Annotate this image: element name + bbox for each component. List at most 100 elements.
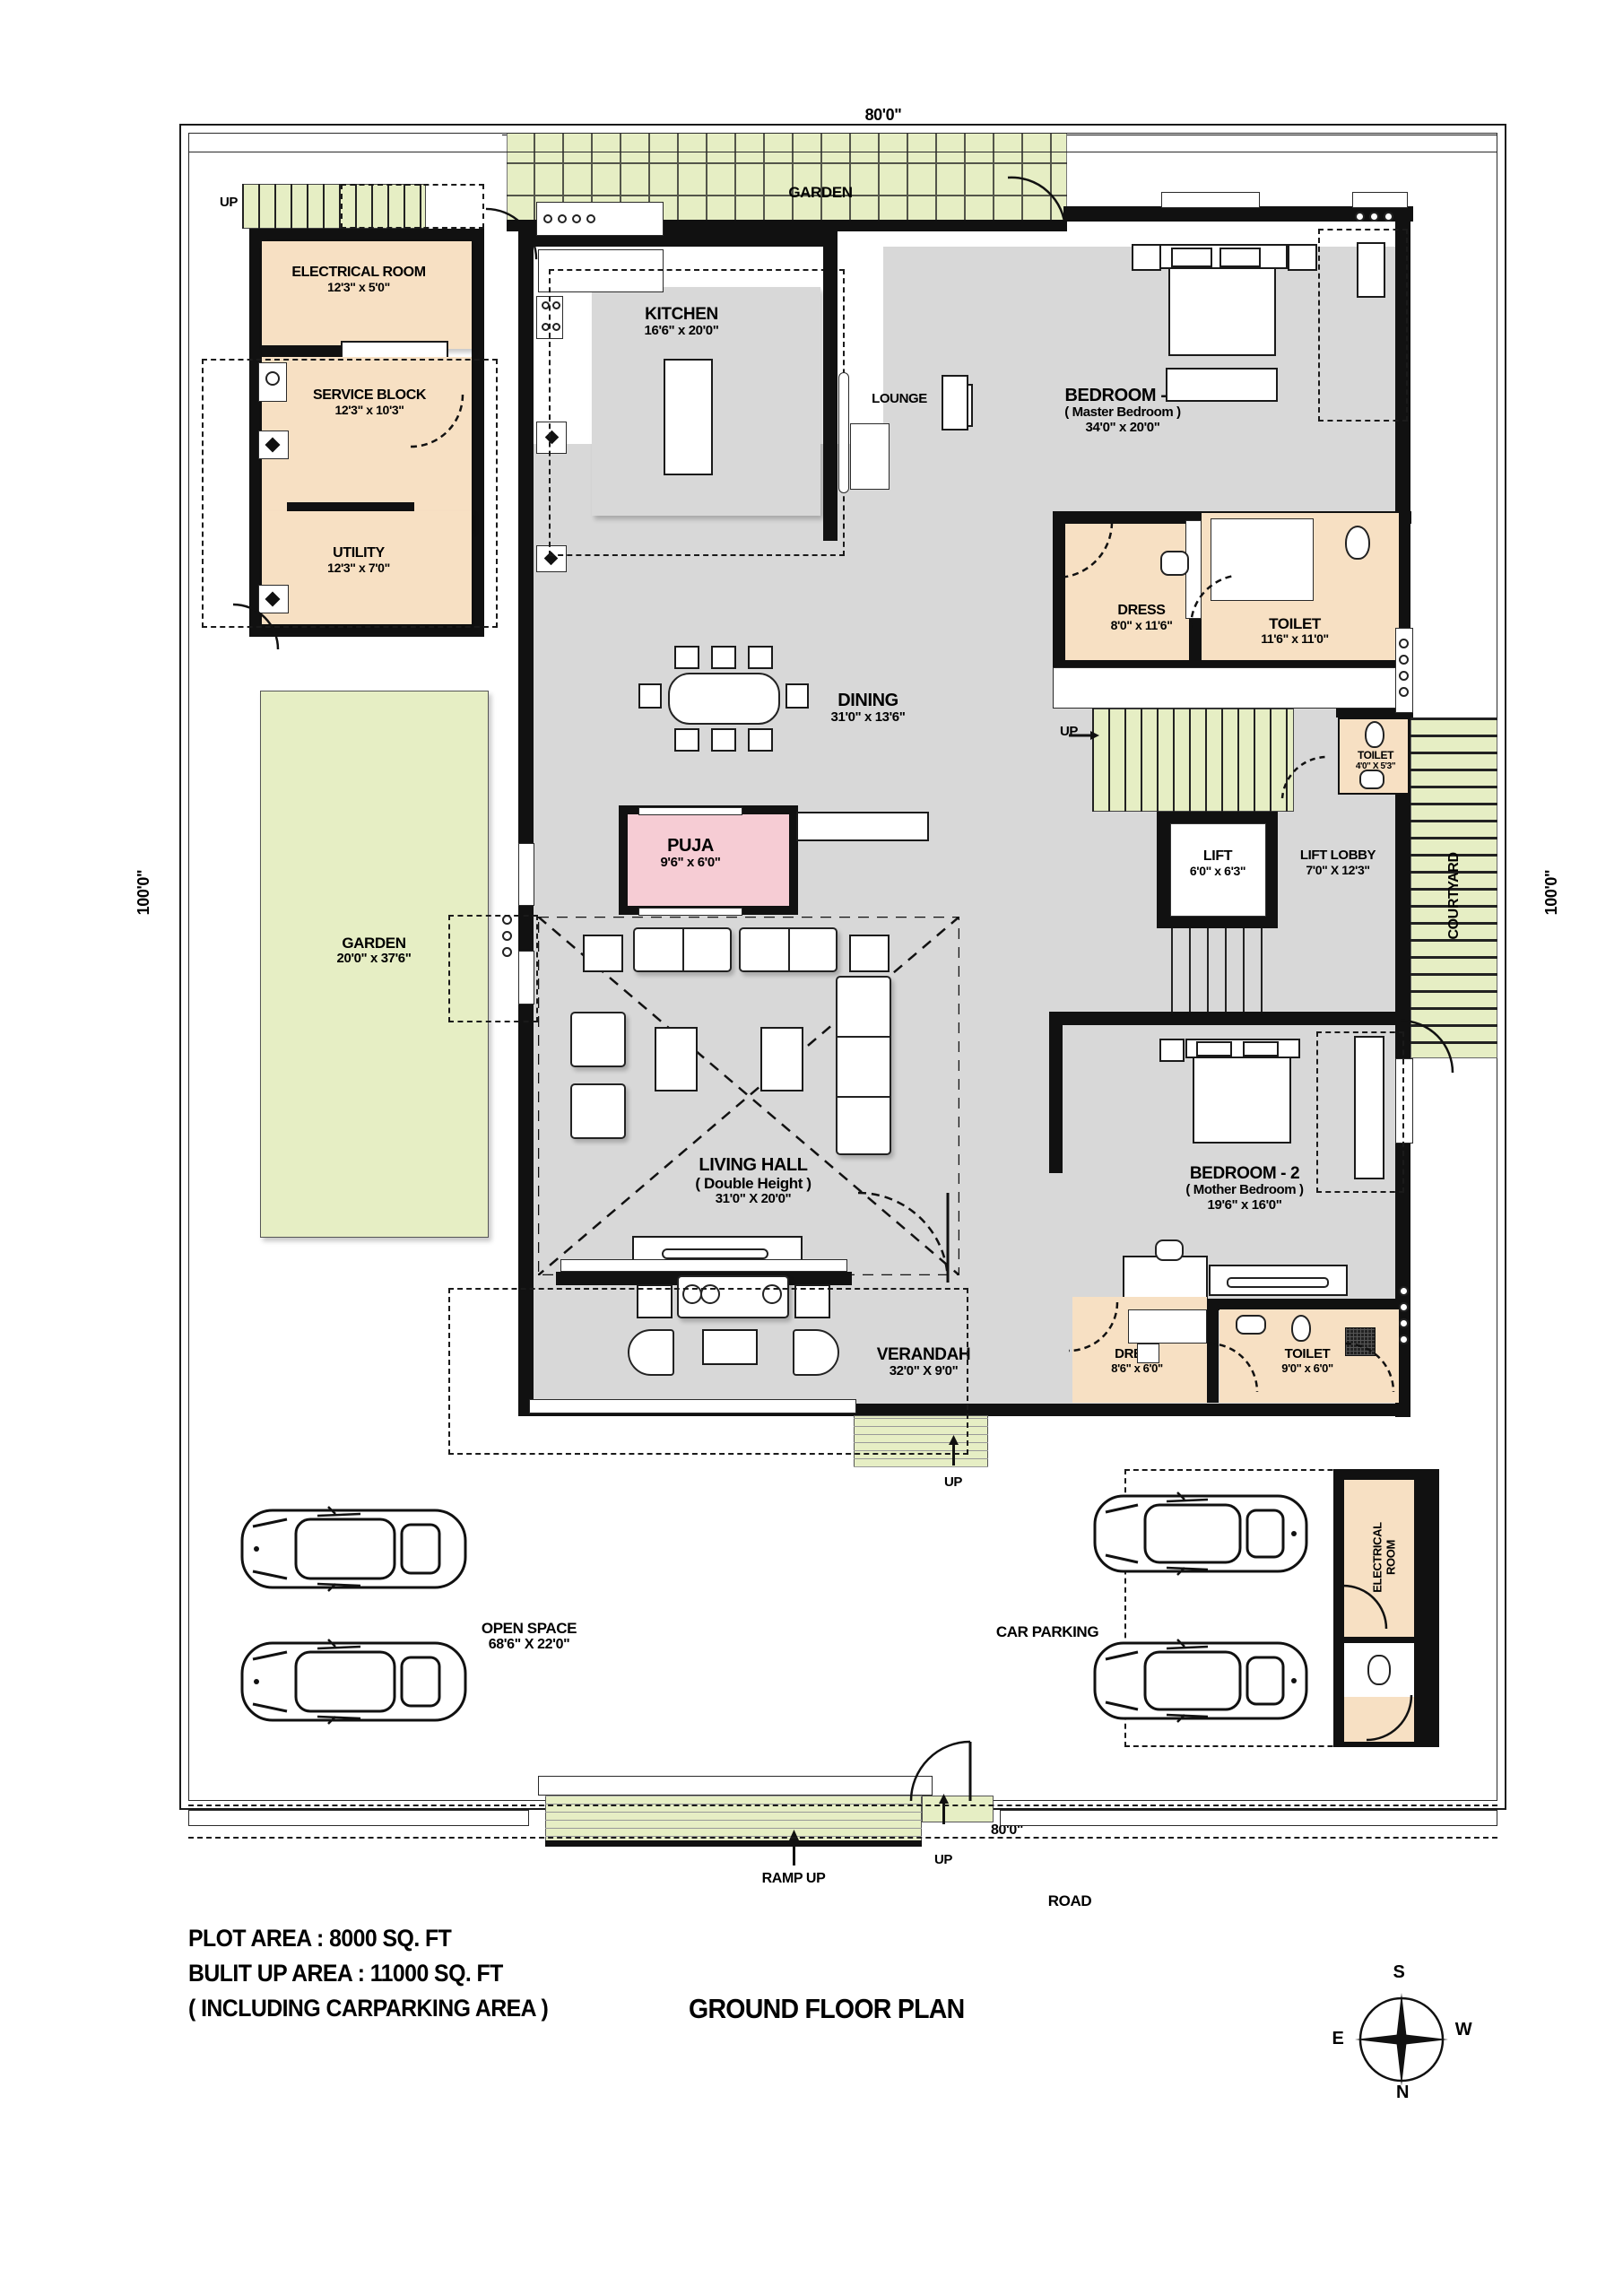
lift-lobby-area (1278, 812, 1394, 1027)
built-up-note-text: ( INCLUDING CARPARKING AREA ) (188, 1995, 549, 2022)
kitchen-counter-top (538, 249, 664, 292)
living-side-table-right (849, 935, 890, 972)
common-toilet-walls (1336, 709, 1413, 718)
bedroom-2-pillow-2 (1243, 1041, 1279, 1057)
dining-chair-t1 (674, 646, 699, 669)
door-swing-bedroom1 (1055, 521, 1114, 579)
bedroom-2-dash-zone (1316, 1031, 1404, 1193)
service-wing-wall-left (249, 229, 262, 637)
door-swing-stair-toilet (1280, 755, 1328, 799)
master-dash-zone (1318, 229, 1408, 422)
living-coffee-table-1 (655, 1027, 698, 1091)
lift-lobby-label: LIFT LOBBY 7'0" X 12'3" (1299, 848, 1376, 877)
bedroom-1-label: BEDROOM - 1 ( Master Bedroom ) 34'0" x 2… (1064, 386, 1181, 436)
lift-area (1170, 823, 1266, 917)
service-wing-wall-top (249, 229, 484, 241)
window-band-left-2 (518, 951, 534, 1004)
main-wall-top-right (1063, 206, 1413, 222)
open-space-label: OPEN SPACE 68'6" X 22'0" (481, 1620, 577, 1653)
bedroom-2-wall-left (1049, 1012, 1063, 1173)
lounge-label: LOUNGE (872, 391, 927, 406)
puja-sill (638, 908, 742, 916)
lounge-door-panel (850, 423, 890, 490)
door-swing-bedroom2 (1068, 1301, 1119, 1352)
compass-label-north: N (1395, 2083, 1410, 2102)
kitchen-wall-left (518, 247, 534, 543)
garden-top-label: GARDEN (788, 184, 853, 201)
electrical-toilet-wc-icon (1367, 1655, 1391, 1685)
verandah-side-table-left (637, 1284, 673, 1318)
car-parking-label: CAR PARKING (995, 1623, 1099, 1640)
dining-chair-l (638, 683, 662, 709)
bedroom-2-wall-top (1049, 1012, 1399, 1025)
master-bed-pillow-2 (1219, 248, 1261, 267)
plan-title: GROUND FLOOR PLAN (689, 1993, 965, 2024)
stair-top-left-treads (242, 184, 426, 229)
electrical-toilet-lobby (1344, 1697, 1414, 1742)
living-sofa-right-split-1 (838, 1036, 890, 1038)
stair-top-left-outline (341, 184, 484, 229)
utility-area (262, 511, 472, 624)
kitchen-dash-zone (549, 269, 845, 556)
toilet-common-wc-icon (1365, 721, 1384, 748)
verandah-armchair-left (628, 1329, 674, 1376)
dress-1-label: DRESS 8'0" x 11'6" (1110, 603, 1173, 632)
utility-label: UTILITY 12'3" x 7'0" (327, 545, 390, 575)
toilet-1-label: TOILET 11'6" x 11'0" (1261, 615, 1329, 647)
plot-area-text: PLOT AREA : 8000 SQ. FT (188, 1925, 452, 1952)
living-sofa-top-right-split (788, 929, 790, 970)
main-staircase-treads (1092, 709, 1294, 812)
dress-1-stool-icon (1160, 551, 1189, 576)
verandah-parapet (529, 1399, 856, 1413)
bedroom-2-nightstand (1159, 1039, 1185, 1062)
verandah-up-steps-treads (854, 1415, 988, 1467)
service-wing-dash-outline (202, 359, 498, 628)
bedroom-2-label: BEDROOM - 2 ( Mother Bedroom ) 19'6" x 1… (1185, 1164, 1304, 1213)
kitchen-island (664, 359, 713, 475)
puja-altar-shelf (638, 807, 742, 815)
puja-side-console (796, 812, 929, 841)
lift-lobby-wall-right (1395, 812, 1410, 1027)
electrical-room-2-area (1344, 1480, 1414, 1637)
washer-drum-icon (265, 371, 280, 386)
window-dot-l3 (502, 947, 512, 957)
dining-chair-b1 (674, 728, 699, 752)
dining-chair-b3 (748, 728, 773, 752)
window-dot-r2 (1399, 655, 1409, 665)
dining-chair-b2 (711, 728, 736, 752)
entry-gate (538, 1776, 933, 1796)
bedroom-2-pillow-1 (1196, 1041, 1232, 1057)
master-side-cabinet (942, 375, 968, 430)
living-armchair-left-1 (570, 1012, 626, 1067)
title-block: PLOT AREA : 8000 SQ. FT BULIT UP AREA : … (188, 1921, 834, 2026)
hob-burner-4-icon (552, 323, 560, 331)
garden-left-label: GARDEN 20'0" x 37'6" (336, 935, 412, 967)
road-edge-dash (188, 1803, 1497, 1806)
master-nightstand-left (1132, 244, 1161, 271)
window-dot-tk2 (1369, 212, 1379, 222)
door-swing-courtyard (1400, 1019, 1454, 1074)
toilet-2-label: TOILET 9'0" x 6'0" (1281, 1346, 1333, 1375)
kitchen-label: KITCHEN 16'6" x 20'0" (644, 305, 719, 339)
compound-wall-right (1000, 1810, 1497, 1826)
bedroom-2-dresser (1123, 1256, 1208, 1299)
service-block-area (262, 357, 472, 529)
living-sofa-right-split-2 (838, 1096, 890, 1098)
kitchen-lounge-partition (823, 231, 838, 541)
toilet-2-wc-icon (1291, 1315, 1311, 1342)
window-dot-r7 (1399, 1318, 1409, 1328)
dim-bottom-width: 80'0" (990, 1822, 1024, 1838)
dress-2-wardrobe (1128, 1309, 1207, 1344)
living-armchair-left-2 (570, 1083, 626, 1139)
window-dot-r8 (1399, 1335, 1409, 1344)
toilet-2-basin-icon (1236, 1315, 1266, 1335)
verandah-armchair-right (793, 1329, 839, 1376)
door-swing-electrical-toilet (1366, 1694, 1413, 1742)
door-swing-dress1 (1189, 574, 1235, 629)
car-open-space-2 (240, 1639, 467, 1725)
car-parking-2 (1093, 1639, 1308, 1723)
car-open-space-1 (240, 1506, 467, 1592)
dress-1-area (1065, 524, 1189, 660)
top-exterior-band (188, 133, 1497, 152)
